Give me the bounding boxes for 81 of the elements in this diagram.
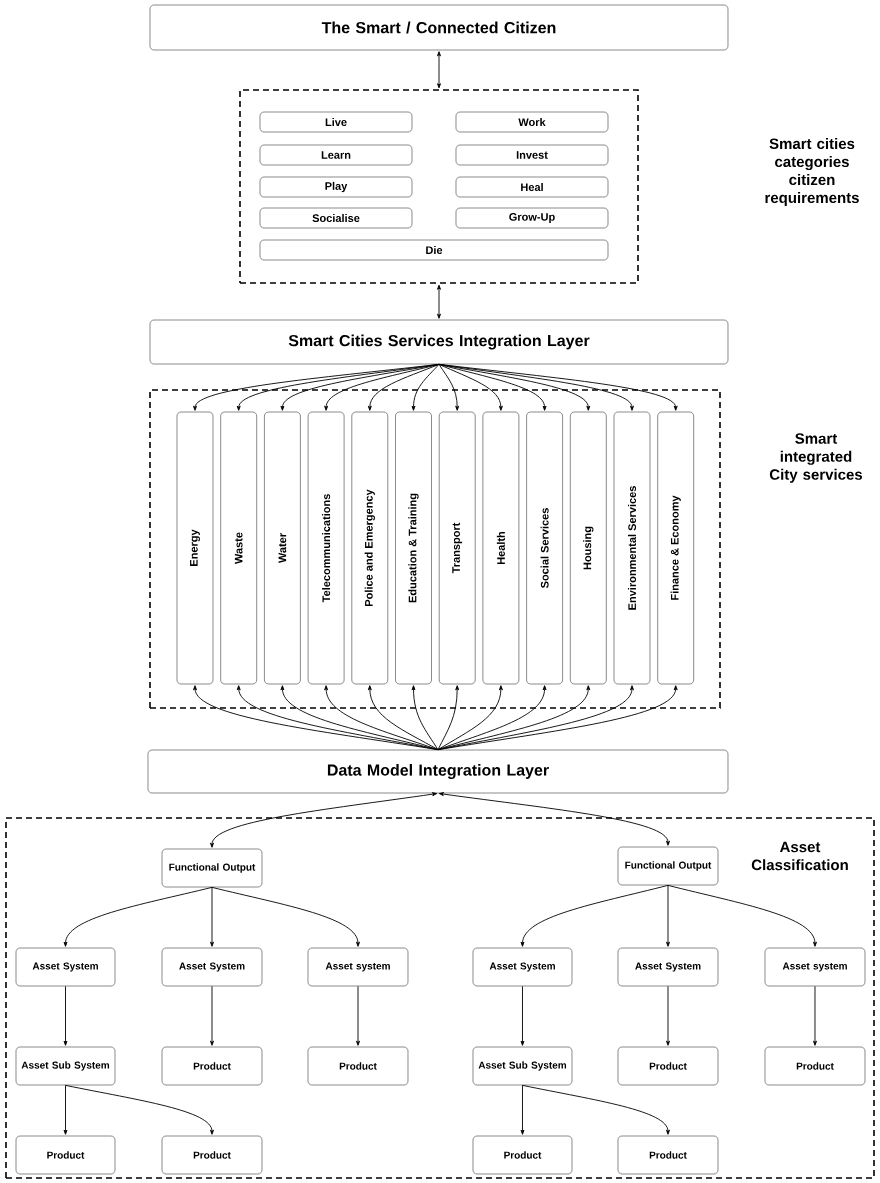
- asset-box: Asset Sub System: [15, 1046, 116, 1086]
- dashed-group-frame: [149, 389, 721, 709]
- arrow: [437, 685, 503, 751]
- arrow: [63, 985, 68, 1046]
- asset-box: Asset system: [764, 947, 866, 987]
- side-heading: Smart cities categories citizen requirements: [765, 138, 859, 206]
- asset-box: Asset System: [15, 947, 116, 987]
- category-box: Grow-Up: [455, 207, 609, 229]
- asset-box: Asset System: [472, 947, 573, 987]
- arrow: [666, 985, 670, 1046]
- arrow: [437, 284, 441, 319]
- category-box: Live: [259, 111, 413, 133]
- arrow: [438, 363, 678, 411]
- arrow: [437, 685, 547, 751]
- arrow: [65, 1084, 214, 1135]
- category-box: Socialise: [259, 207, 413, 229]
- arrow: [356, 985, 360, 1046]
- arrow: [367, 685, 439, 751]
- service-box: Housing: [569, 411, 607, 685]
- service-box: Social Services: [526, 411, 563, 685]
- asset-box: Asset Sub System: [472, 1046, 573, 1086]
- arrow: [411, 685, 439, 751]
- arrow: [438, 363, 547, 411]
- asset-box: Asset system: [307, 947, 409, 987]
- arrow: [437, 685, 460, 751]
- arrow: [280, 685, 439, 751]
- service-box: Environmental Services: [613, 411, 651, 685]
- service-box: Telecommunications: [307, 411, 345, 685]
- arrow: [210, 985, 214, 1046]
- asset-box: Functional Output: [617, 846, 719, 886]
- category-box: Work: [455, 111, 609, 133]
- arrow: [813, 985, 817, 1046]
- arrow: [520, 985, 525, 1046]
- arrow: [520, 884, 669, 947]
- asset-box: Product: [161, 1135, 263, 1175]
- arrow: [438, 792, 670, 846]
- asset-box: Product: [472, 1135, 573, 1175]
- arrow: [437, 685, 634, 751]
- asset-box: Product: [161, 1046, 263, 1086]
- arrow: [437, 51, 441, 89]
- asset-box: Product: [764, 1046, 866, 1086]
- arrow: [210, 792, 438, 848]
- service-box: Waste: [220, 411, 258, 685]
- asset-box: Product: [15, 1135, 116, 1175]
- arrow: [210, 886, 214, 947]
- service-box: Police and Emergency: [351, 411, 389, 685]
- arrow: [411, 363, 440, 411]
- asset-box: Asset System: [617, 947, 719, 987]
- layer-box: Smart Cities Services Integration Layer: [149, 319, 729, 365]
- arrow: [522, 1084, 670, 1135]
- arrow: [520, 1084, 525, 1135]
- asset-box: Product: [617, 1046, 719, 1086]
- category-box: Invest: [455, 144, 609, 166]
- category-box: Heal: [455, 176, 609, 198]
- dashed-group-frame: [239, 89, 639, 284]
- asset-box: Asset System: [161, 947, 263, 987]
- service-box: Energy: [176, 411, 214, 685]
- arrow: [211, 886, 360, 947]
- arrow: [63, 1084, 68, 1135]
- asset-box: Functional Output: [161, 848, 263, 888]
- layer-box: Data Model Integration Layer: [147, 749, 729, 794]
- service-box: Water: [264, 411, 301, 685]
- arrow: [63, 886, 213, 947]
- service-box: Health: [482, 411, 520, 685]
- service-box: Finance & Economy: [657, 411, 695, 685]
- arrow: [324, 363, 440, 411]
- arrow: [367, 363, 440, 411]
- category-box: Die: [259, 239, 609, 261]
- asset-box: Product: [617, 1135, 719, 1175]
- arrow: [438, 363, 503, 411]
- service-box: Education & Training: [395, 411, 432, 685]
- category-box: Play: [259, 176, 413, 198]
- arrow: [437, 685, 678, 751]
- category-box: Learn: [259, 144, 413, 166]
- arrow: [667, 884, 817, 947]
- layer-box: The Smart / Connected Citizen: [149, 4, 729, 51]
- arrow: [438, 363, 460, 411]
- service-box: Transport: [438, 411, 476, 685]
- asset-box: Product: [307, 1046, 409, 1086]
- side-heading: Smart integrated City services: [769, 433, 863, 483]
- arrow: [666, 884, 670, 947]
